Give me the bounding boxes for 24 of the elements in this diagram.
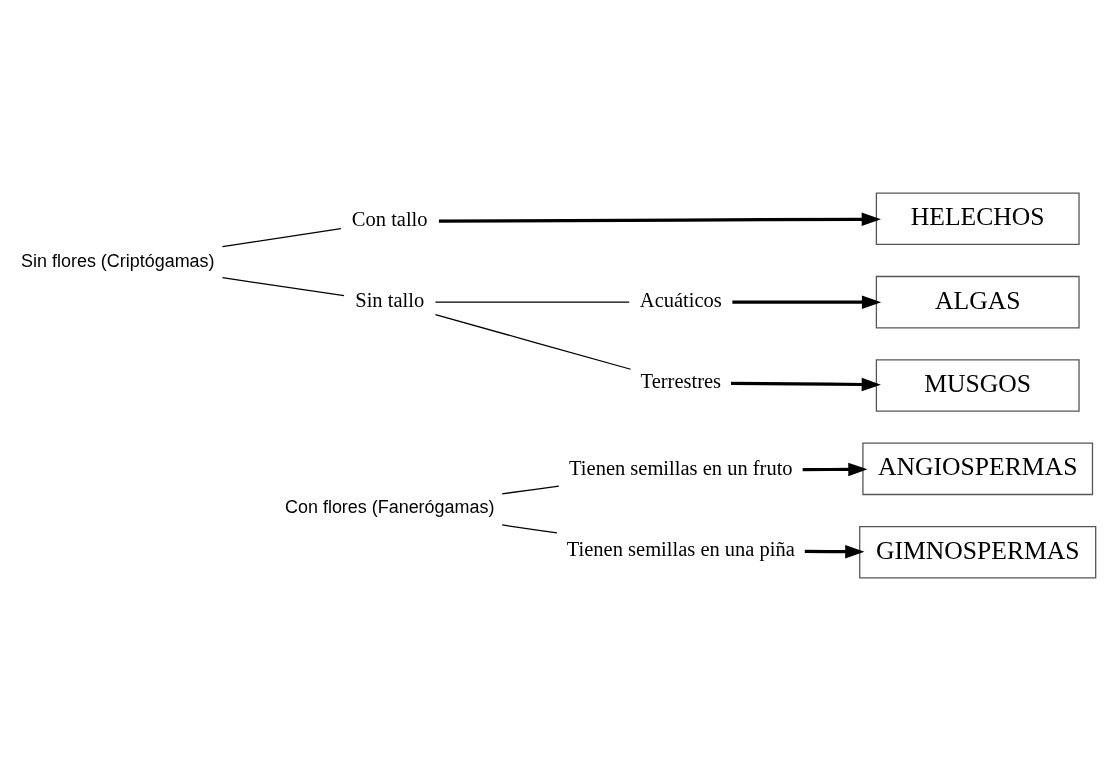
connector	[501, 485, 560, 495]
node-box: MUSGOS	[875, 359, 1080, 412]
node-text: Tienen semillas en una piña	[566, 537, 795, 560]
node-text: Sin tallo	[355, 289, 425, 312]
connector	[501, 524, 558, 534]
node-text: Terrestres	[640, 369, 722, 392]
arrow	[438, 212, 881, 227]
node-box: ALGAS	[875, 275, 1080, 329]
connector	[434, 313, 632, 370]
node-text: Acuáticos	[639, 289, 722, 312]
arrow	[804, 544, 865, 559]
node-text: Sin flores (Criptógamas)	[21, 251, 215, 272]
connector	[221, 227, 342, 248]
arrow	[732, 295, 882, 309]
arrow	[731, 377, 881, 392]
node-text: Con flores (Fanerógamas)	[285, 497, 495, 518]
node-box: ANGIOSPERMAS	[862, 442, 1094, 496]
node-text: Con tallo	[351, 208, 428, 231]
connector	[434, 301, 630, 303]
arrow	[802, 462, 868, 477]
connector	[221, 277, 345, 297]
node-box: GIMNOSPERMAS	[859, 525, 1097, 579]
node-box: HELECHOS	[875, 192, 1080, 246]
node-text: Tienen semillas en un fruto	[569, 457, 793, 480]
